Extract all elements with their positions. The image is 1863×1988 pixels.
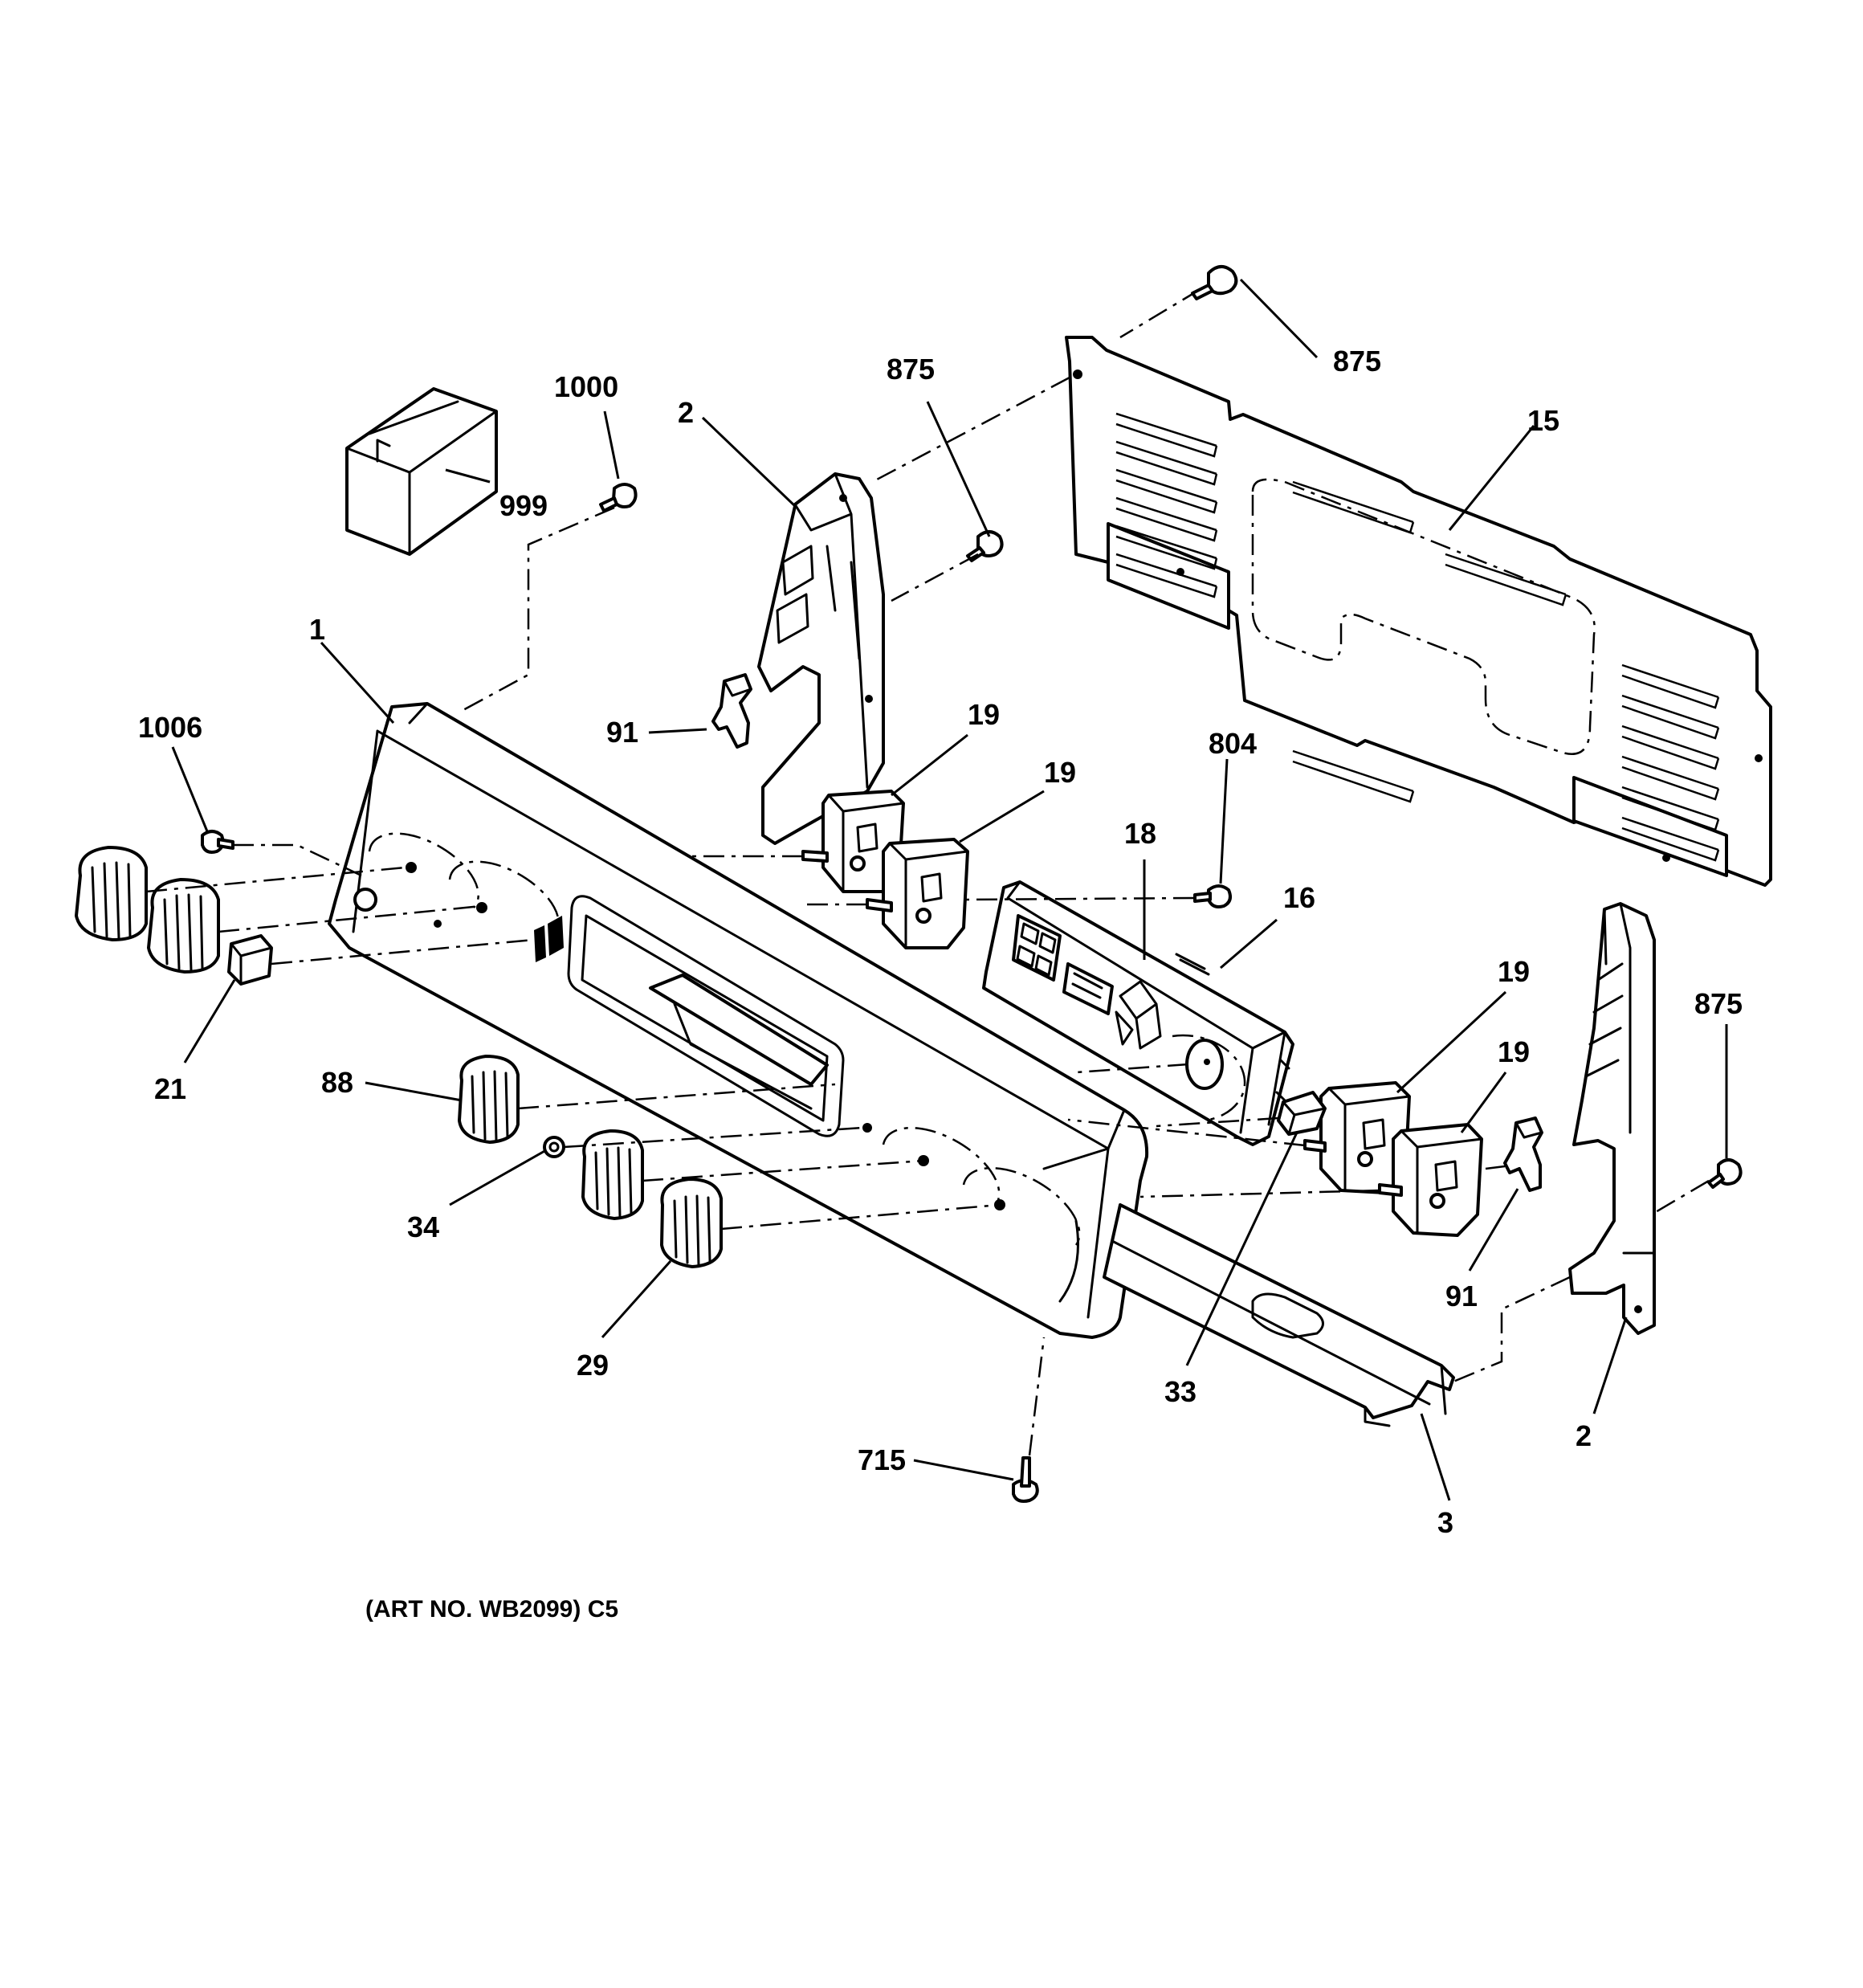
knob-upper-left [75,846,148,941]
callout-2-top: 2 [678,396,694,429]
screw-715 [1012,1456,1039,1503]
callout-88: 88 [321,1066,353,1099]
knob-29 [660,1178,723,1268]
callout-804: 804 [1209,727,1257,760]
clip-91-left [711,673,752,749]
callout-15: 15 [1527,404,1559,437]
side-bracket-2-left [757,472,885,845]
lower-trim-3 [1103,1203,1455,1427]
callout-19-b: 19 [1044,756,1076,789]
vent-slots-center [1292,480,1567,803]
callout-labels: 1000 999 2 875 875 15 1 1006 91 19 19 80… [138,345,1743,1539]
callout-34: 34 [407,1210,439,1243]
callout-19-a: 19 [968,698,1000,731]
callout-1000: 1000 [554,370,618,403]
callout-875-top: 875 [1333,345,1381,378]
callout-18: 18 [1124,817,1156,850]
leader-lines [171,278,1728,1501]
indicator-light-34 [543,1136,565,1158]
callout-16: 16 [1283,881,1315,914]
screw-875-right [1707,1158,1743,1189]
callout-91-left: 91 [606,716,638,749]
knob-upper-right [147,878,220,974]
vent-slots-right [1621,663,1720,862]
callout-29: 29 [577,1349,609,1382]
clip-91-right [1503,1116,1543,1192]
callout-1006: 1006 [138,711,202,744]
callout-21: 21 [154,1072,186,1105]
callout-91-right: 91 [1445,1280,1478,1312]
screw-1006 [201,830,234,854]
switch-19-b [866,838,969,949]
callout-1: 1 [309,613,325,646]
switch-19-d [1378,1123,1483,1237]
callout-2-right: 2 [1576,1419,1592,1452]
callout-875-right: 875 [1694,987,1743,1020]
callout-3: 3 [1437,1506,1453,1539]
art-number-caption: (ART NO. WB2099) C5 [365,1596,618,1623]
callout-19-c: 19 [1498,955,1530,988]
vent-slots-left [1115,412,1218,598]
switch-19-c [1303,1081,1411,1194]
callout-999: 999 [499,489,548,522]
screw-1000 [599,483,638,512]
screw-875-top [1191,265,1238,300]
connector-33 [1277,1091,1327,1136]
callout-875-mid: 875 [887,353,935,386]
knob-88 [458,1055,520,1144]
screw-804 [1193,884,1232,908]
back-panel-15 [1065,336,1772,887]
knob-lower-middle [581,1129,644,1220]
assembly-lines [145,288,1710,1456]
callout-715: 715 [858,1443,906,1476]
callout-33: 33 [1164,1375,1196,1408]
rocker-switch-21 [227,934,273,986]
box-999 [345,387,498,556]
control-panel-1 [328,702,1149,1339]
callout-19-d: 19 [1498,1035,1530,1068]
side-bracket-2-right [1568,902,1656,1335]
